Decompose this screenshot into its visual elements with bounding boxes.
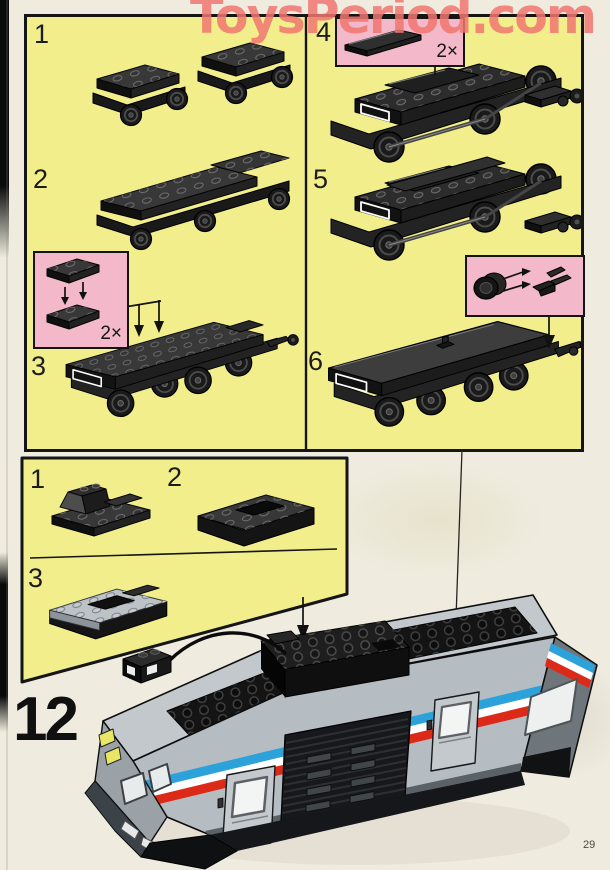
cabin-step1-illustration — [51, 483, 151, 537]
front-nose — [84, 720, 238, 870]
step3-part-count: 2× — [100, 323, 122, 344]
tire-coupling-icon — [473, 266, 572, 300]
step2-joined-bogie-plate-illustration — [96, 150, 291, 251]
step3-chassis-illustration — [65, 320, 299, 418]
front-window-right — [148, 763, 172, 793]
thin-plate-icon — [344, 29, 422, 57]
main-step-number: 12 — [13, 685, 79, 754]
rear-door-window — [437, 700, 473, 740]
step-number-3: 3 — [31, 351, 47, 381]
cabin-step-divider — [29, 548, 338, 559]
step4-motor-bogie-illustration — [331, 61, 581, 162]
cabin-step-number-1: 1 — [30, 464, 46, 494]
cabin-step2-illustration — [197, 494, 315, 547]
step1-wheel-assemblies-illustration — [93, 43, 293, 126]
rear-end — [520, 636, 598, 778]
scan-edge-shadow-top — [0, 0, 9, 258]
paper-crease — [6, 0, 8, 870]
cabin-panel-artwork — [20, 456, 349, 684]
step5-motor-bogie-illustration — [331, 156, 581, 260]
watermark-text: ToysPeriod.com — [190, 0, 597, 45]
front-plow — [140, 834, 238, 870]
step-number-4: 4 — [316, 17, 332, 47]
step4-parts-callout: 2× — [335, 17, 465, 67]
front-door-window — [230, 775, 269, 819]
front-door-handle — [217, 797, 224, 809]
headlight-lower — [104, 746, 122, 766]
scan-edge-shadow-mid — [0, 552, 8, 732]
step3-callout-arrows — [124, 300, 164, 337]
step6-parts-callout — [465, 255, 585, 317]
step3-parts-callout: 2× — [33, 251, 129, 349]
roof-stud-field-rear — [366, 606, 538, 664]
headlight-upper — [98, 728, 116, 748]
cabin-assembly-panel: 1 2 3 — [20, 454, 350, 686]
step-number-2: 2 — [33, 164, 49, 194]
cabin-step-number-3: 3 — [28, 563, 44, 593]
rear-door — [426, 691, 480, 772]
panel-to-roof-guide-line — [455, 449, 463, 619]
livery-stripes — [133, 677, 555, 835]
page-number: 29 — [583, 839, 596, 851]
step-number-6: 6 — [308, 346, 324, 376]
lower-skirt — [210, 771, 525, 851]
print-bleed-ghost — [320, 460, 550, 580]
side-grille — [280, 710, 412, 822]
step6-bogie-with-plate-illustration — [327, 320, 581, 428]
step4-part-count: 2× — [436, 41, 458, 62]
step-number-1: 1 — [34, 19, 50, 49]
rear-door-handle — [426, 719, 433, 731]
bogie-panel-artwork — [65, 17, 581, 449]
locomotive-shadow — [140, 797, 570, 865]
step-number-5: 5 — [313, 164, 329, 194]
print-bleed-ghost — [470, 660, 610, 780]
front-door — [217, 765, 276, 854]
step6-callout-arrow — [543, 313, 555, 349]
cabin-step-number-2: 2 — [167, 462, 183, 492]
rear-window — [524, 678, 578, 736]
bogie-assembly-panel: 1 2 3 4 5 6 — [24, 14, 585, 452]
front-step-detail — [120, 820, 140, 840]
plate-pair-icon — [46, 258, 100, 330]
front-window-left — [120, 772, 148, 805]
